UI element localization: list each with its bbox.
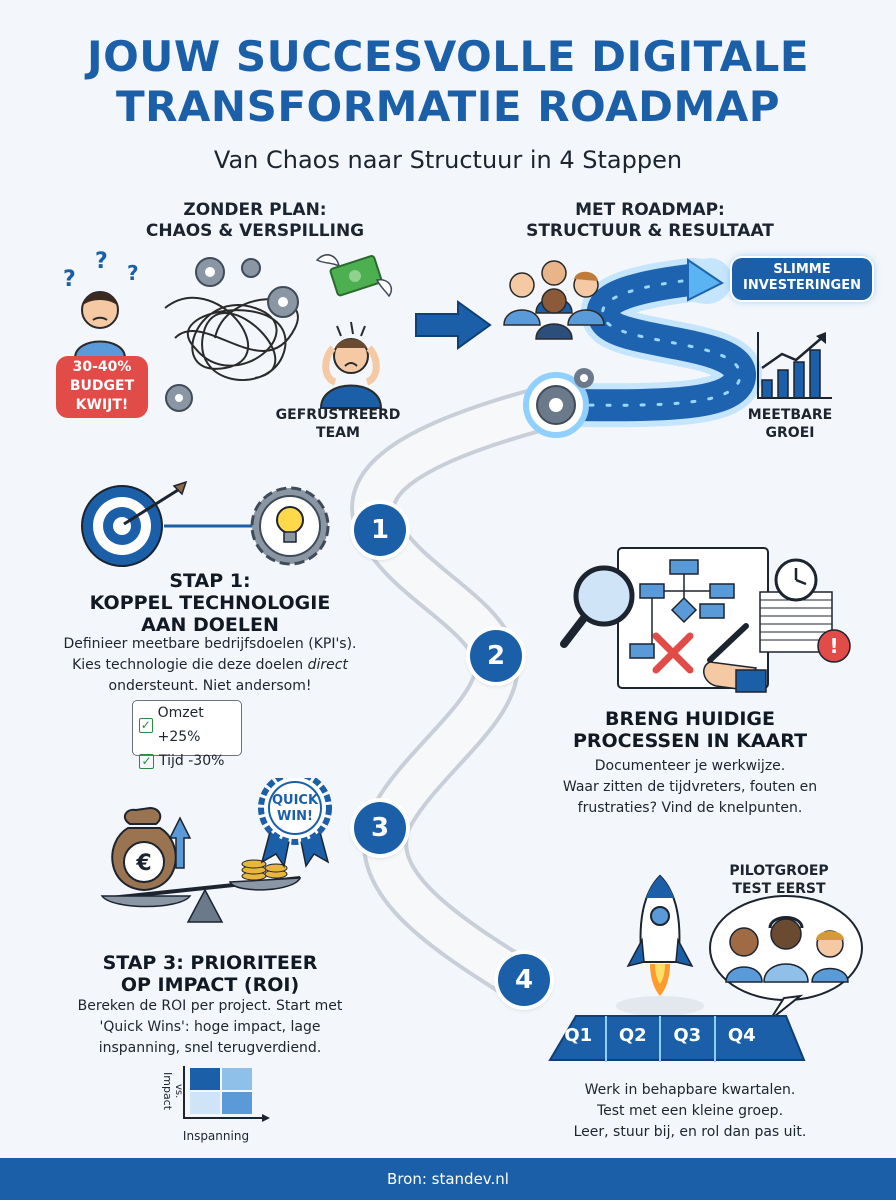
step3-text-line3: inspanning, snel terugverdiend. [98,1040,322,1056]
step2-title-line1: BRENG HUIDIGE [604,708,776,730]
kpi-item: ✓ Tijd -30% [139,749,241,773]
kpi-checklist: ✓ Omzet +25% ✓ Tijd -30% [132,700,242,769]
step2-illustration: ! [560,547,851,693]
chaos-illustration: ? ? ? [63,249,393,412]
warning-icon: ! [817,629,851,663]
confused-person-icon: ? ? ? [63,249,139,359]
frustrated-team-label-line1: GEFRUSTREERD [275,407,401,423]
frustrated-person-icon [319,321,383,409]
flying-money-icon [315,254,393,298]
road-gear-icon [523,368,594,438]
step1-title-line2: KOPPEL TECHNOLOGIE [89,592,331,614]
bubble-line2: INVESTERINGEN [743,278,861,293]
page-title-line2: TRANSFORMATIE ROADMAP [115,82,781,131]
step2-title-line2: PROCESSEN IN KAART [572,730,808,752]
matrix-icon: Impact vs. Inspanning [161,1066,270,1143]
smart-investments-bubble: SLIMME INVESTERINGEN [732,258,872,300]
step4-text-line2: Test met een kleine groep. [596,1103,784,1119]
arrow-right-icon [415,300,492,350]
step4-text-line3: Leer, stuur bij, en rol dan pas uit. [573,1124,807,1140]
quarter-q1: Q1 [564,1025,593,1046]
svg-text:?: ? [63,267,76,292]
frustrated-team-label-line2: TEAM [316,425,360,441]
pilot-label-line2: TEST EERST [732,881,826,897]
footer-source: Bron: standev.nl [0,1158,896,1200]
growth-label-line2: GROEI [765,425,815,441]
clock-icon [774,558,818,602]
step3-title-line1: STAP 3: PRIORITEER [102,952,318,974]
quarter-q3: Q3 [659,1016,714,1062]
checkmark-icon: ✓ [139,717,153,733]
checkmark-icon: ✓ [139,753,154,769]
step1-text-line3: ondersteunt. Niet andersom! [108,678,312,694]
step3-title-line2: OP IMPACT (ROI) [120,974,300,996]
budget-loss-badge: 30-40% BUDGET KWIJT! [56,356,148,418]
ribbon-line1: QUICK [272,793,319,808]
structure-heading-line2: STRUCTUUR & RESULTAAT [526,221,774,241]
chaos-heading-line2: CHAOS & VERSPILLING [145,221,365,241]
balance-scale-icon [100,859,302,923]
kpi-item-label: Omzet +25% [157,705,204,745]
svg-text:?: ? [127,261,139,285]
budget-badge-line2: BUDGET [69,378,135,394]
step1-title-line1: STAP 1: [169,570,251,592]
step4-illustration [548,874,863,1061]
page-subtitle: Van Chaos naar Structuur in 4 Stappen [213,146,683,174]
step4-text-line1: Werk in behapbare kwartalen. [584,1082,796,1098]
step3-text-line2: 'Quick Wins': hoge impact, lage [99,1019,321,1035]
step1-text-line2: Kies technologie die deze doelen direct [20,655,400,676]
money-bag-icon: € [111,806,177,892]
step-number-3: 3 [354,802,406,854]
step2-text-line2: Waar zitten de tijdvreters, fouten en [562,779,818,795]
step3-illustration: € QUICK WIN! [100,778,332,923]
matrix-x-label: Inspanning [183,1129,249,1143]
quarter-q2: Q2 [604,1016,660,1062]
glowing-road-icon [534,257,763,428]
budget-badge-line1: 30-40% [72,359,132,375]
quarter-q4: Q4 [713,1016,769,1062]
ribbon-icon: QUICK WIN! [258,778,332,868]
target-icon [81,480,188,567]
process-map-icon [617,547,769,693]
rocket-icon [616,874,704,1016]
step1-title-line3: AAN DOELEN [141,614,279,636]
step1-text-emphasis: direct [307,657,348,673]
structure-heading-line1: MET ROADMAP: [575,200,725,220]
magnifier-icon [560,565,635,648]
ribbon-line2: WIN! [277,809,313,824]
svg-text:?: ? [95,249,108,274]
lightbulb-gear-icon [250,486,330,566]
step2-text-line3: frustraties? Vind de knelpunten. [577,800,803,816]
svg-text:!: ! [829,634,838,658]
currency-symbol: € [135,851,151,876]
pilot-team-icon [709,895,863,1021]
growth-chart-icon [757,332,832,399]
bubble-line1: SLIMME [773,262,831,277]
kpi-item: ✓ Omzet +25% [139,701,241,749]
growth-label-line1: MEETBARE [747,407,833,423]
step3-text-line1: Bereken de ROI per project. Start met [77,998,343,1014]
quarter-timeline: Q1 Q2 Q3 Q4 [552,1016,768,1062]
tangled-gears-icon [164,257,299,412]
matrix-y-label: Impact [161,1072,174,1111]
step1-text-line1: Definieer meetbare bedrijfsdoelen (KPI's… [63,636,357,652]
step-number-2: 2 [470,630,522,682]
pilot-label-line1: PILOTGROEP [729,863,829,879]
budget-badge-line3: KWIJT! [75,397,129,413]
step-number-1: 1 [354,504,406,556]
step2-text-line1: Documenteer je werkwijze. [594,758,786,774]
chaos-heading-line1: ZONDER PLAN: [183,200,327,220]
page-title-line1: JOUW SUCCESVOLLE DIGITALE [86,32,810,81]
step-number-4: 4 [498,954,550,1006]
matrix-vs-label: vs. [173,1084,184,1098]
step1-illustration [81,480,330,567]
step1-text-line2-start: Kies technologie die deze doelen [72,657,308,673]
team-icon [503,260,605,340]
kpi-item-label: Tijd -30% [159,753,225,769]
